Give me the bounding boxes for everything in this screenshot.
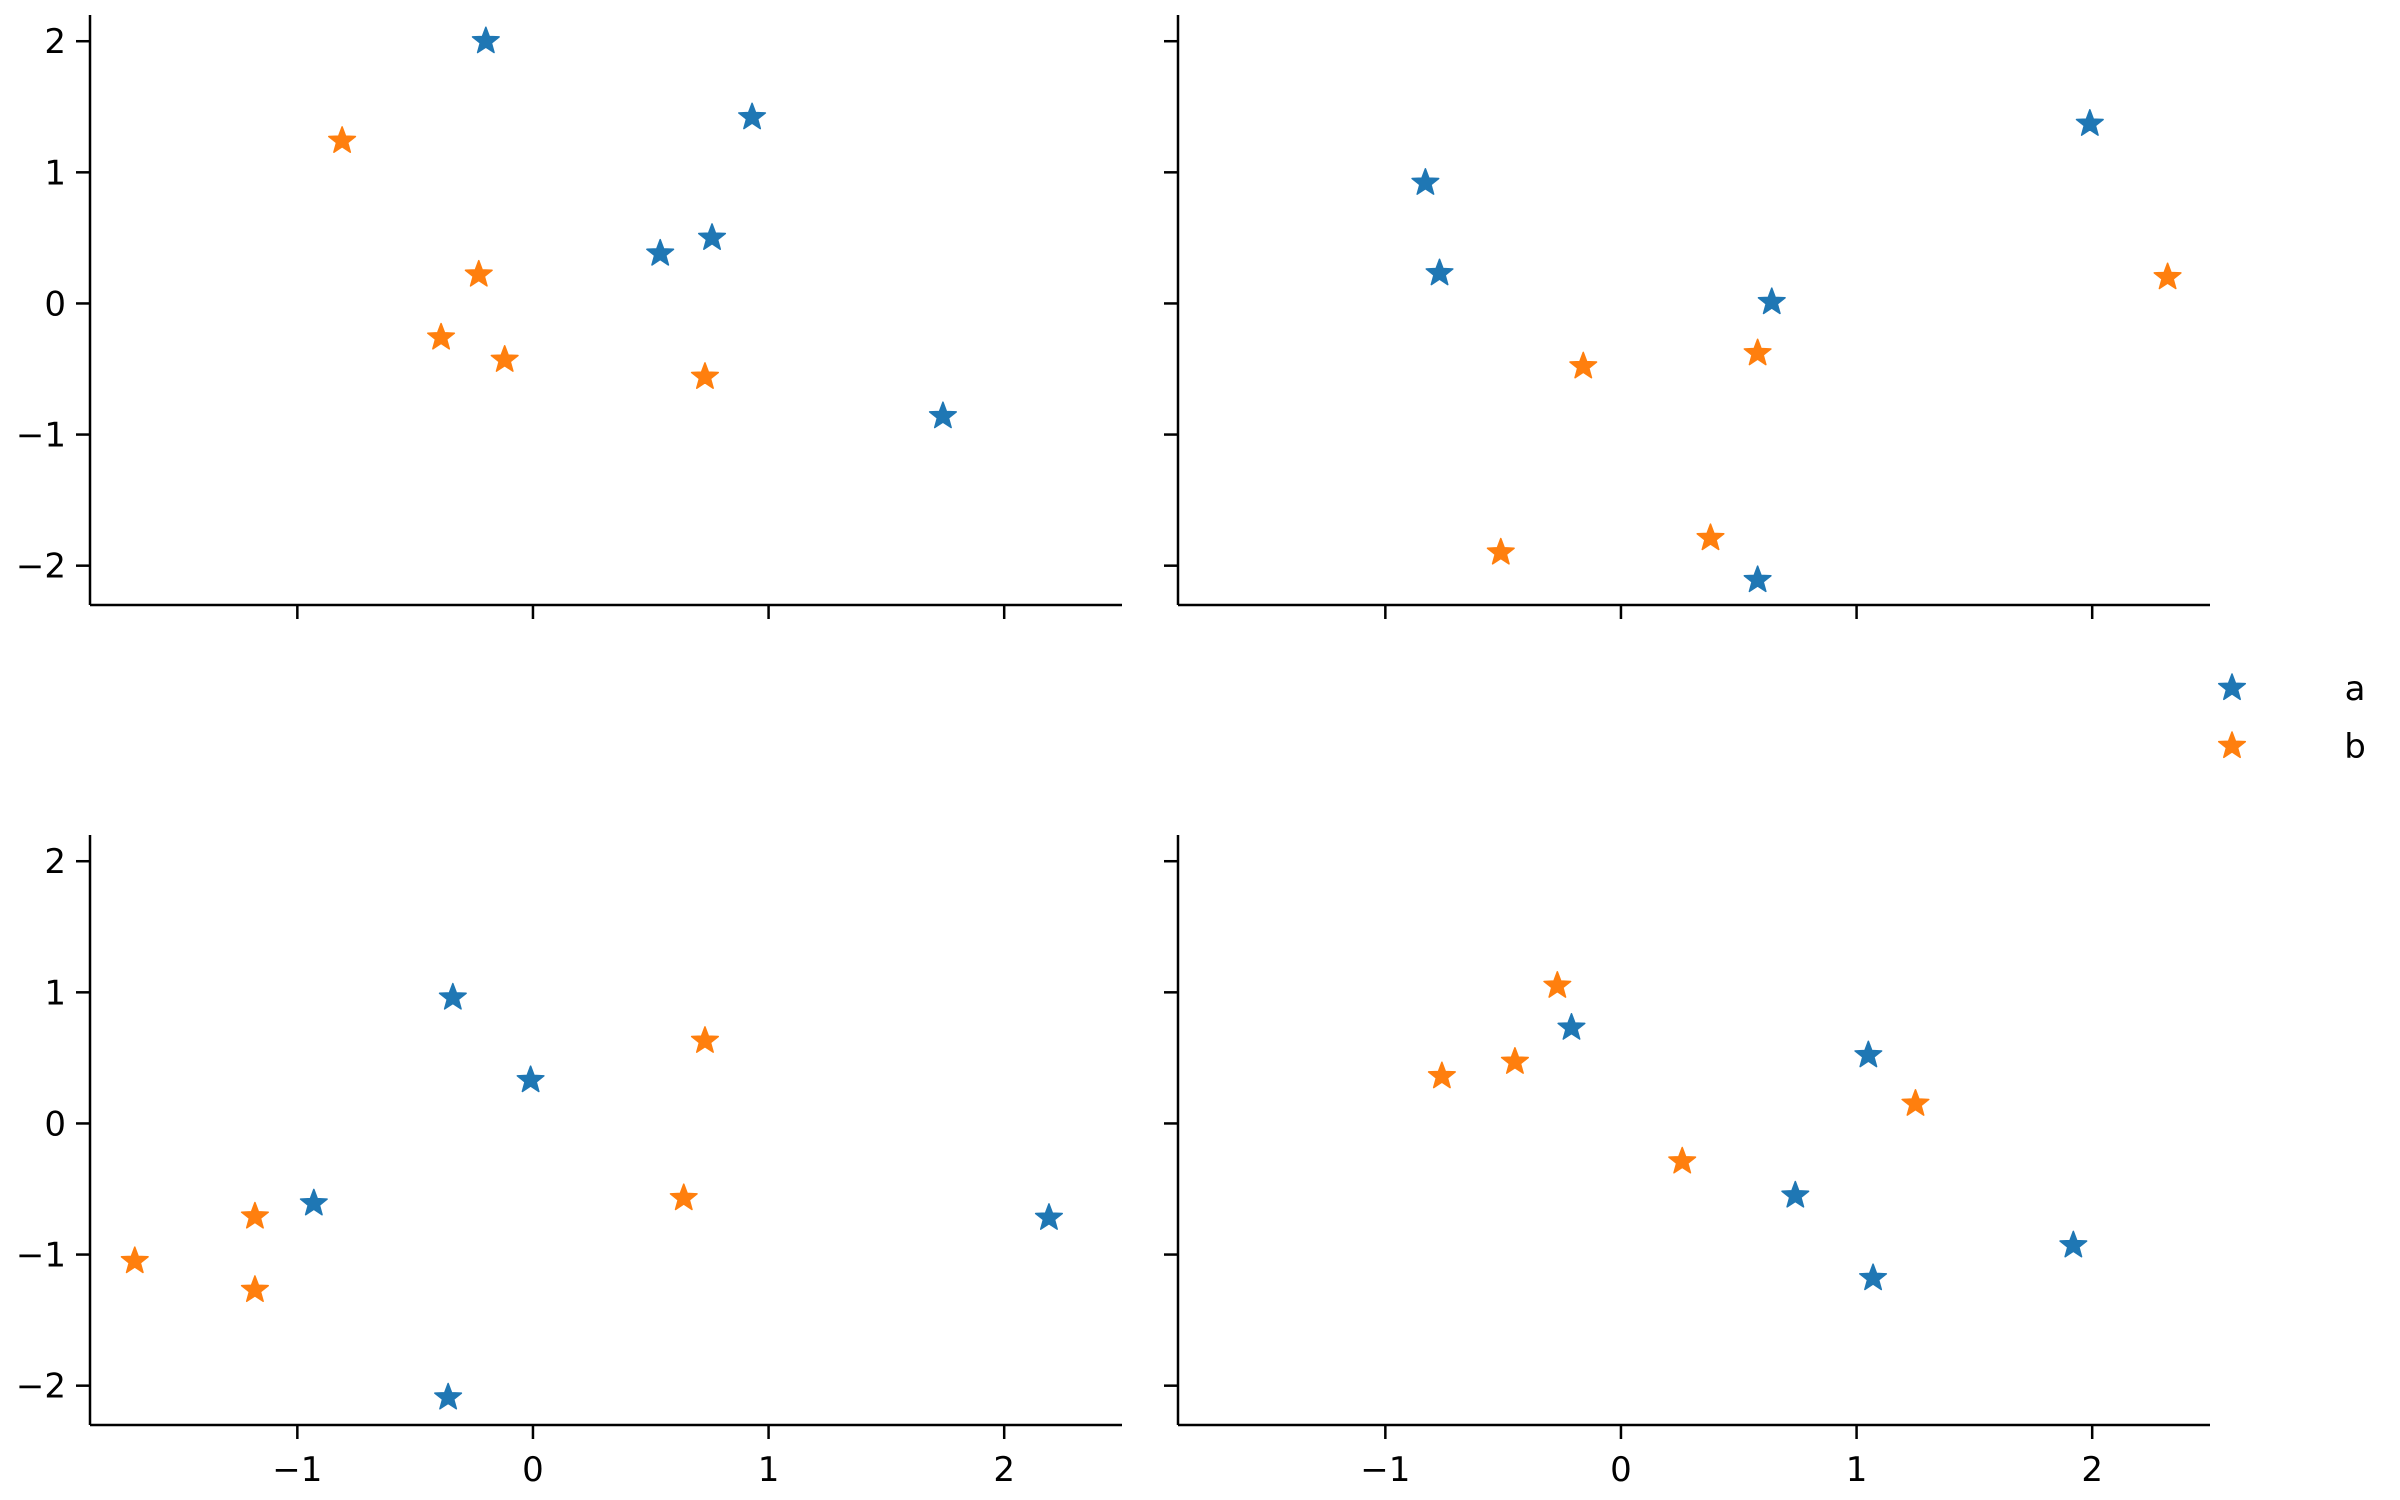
data-point-b bbox=[690, 362, 720, 389]
data-point-b bbox=[1569, 351, 1598, 379]
data-point-b bbox=[1743, 338, 1772, 366]
data-point-a bbox=[516, 1065, 545, 1093]
data-point-a bbox=[928, 401, 957, 429]
data-point-a bbox=[697, 223, 727, 250]
data-point-b bbox=[1500, 1047, 1529, 1074]
data-point-b bbox=[1543, 971, 1572, 998]
data-point-b bbox=[427, 322, 456, 350]
data-point-a bbox=[434, 1382, 463, 1410]
data-point-a bbox=[646, 238, 675, 266]
series-a bbox=[299, 982, 1064, 1410]
subplot-top-right bbox=[1164, 15, 2210, 619]
y-tick-label: 2 bbox=[44, 22, 66, 62]
data-point-b bbox=[120, 1246, 149, 1274]
data-point-b bbox=[669, 1183, 698, 1211]
y-tick-label: 0 bbox=[44, 1104, 66, 1144]
data-point-a bbox=[2075, 109, 2104, 136]
data-point-a bbox=[1859, 1263, 1888, 1291]
data-point-b bbox=[240, 1275, 269, 1303]
panels-layer: 2 1 0 −1 −2 −1 0 1 2 2 1 0 −1 −2 −1 0 1 2 bbox=[16, 15, 2210, 1490]
x-tick-label: 0 bbox=[522, 1450, 544, 1490]
data-point-b bbox=[1696, 523, 1725, 551]
x-tick-label: 2 bbox=[2081, 1450, 2103, 1490]
series-b bbox=[120, 1026, 720, 1303]
data-point-a bbox=[1781, 1180, 1810, 1208]
y-tick-label: 0 bbox=[44, 284, 66, 324]
data-point-a bbox=[1854, 1040, 1883, 1068]
legend-label-a: a bbox=[2345, 669, 2366, 709]
data-point-b bbox=[464, 259, 493, 287]
legend-marker-b bbox=[2217, 731, 2247, 759]
subplot-bottom-right: −1 0 1 2 bbox=[1164, 835, 2210, 1490]
data-point-a bbox=[1743, 565, 1772, 593]
legend-entry-b: b bbox=[2217, 727, 2366, 767]
y-tick-label: −2 bbox=[16, 1367, 66, 1407]
data-point-b bbox=[1486, 537, 1515, 565]
data-point-a bbox=[1757, 287, 1786, 315]
data-point-b bbox=[2153, 262, 2182, 290]
y-tick-label: −1 bbox=[16, 1236, 66, 1276]
series-a bbox=[471, 26, 957, 429]
y-tick-label: 2 bbox=[44, 842, 66, 882]
y-tick-label: −1 bbox=[16, 416, 66, 456]
data-point-b bbox=[1427, 1061, 1456, 1089]
x-tick-label: 2 bbox=[993, 1450, 1015, 1490]
data-point-a bbox=[471, 26, 500, 54]
data-point-b bbox=[328, 126, 357, 153]
series-b bbox=[328, 126, 720, 389]
data-point-b bbox=[240, 1201, 269, 1229]
data-point-b bbox=[1901, 1089, 1930, 1116]
data-point-a bbox=[738, 102, 767, 130]
legend-label-b: b bbox=[2344, 727, 2366, 767]
x-tick-label: 1 bbox=[758, 1450, 780, 1490]
x-tick-label: 0 bbox=[1610, 1450, 1632, 1490]
subplot-top-left: 2 1 0 −1 −2 bbox=[16, 15, 1122, 619]
legend: ab bbox=[2217, 669, 2366, 767]
y-tick-label: −2 bbox=[16, 547, 66, 587]
x-tick-label: 1 bbox=[1846, 1450, 1868, 1490]
series-a bbox=[1557, 1012, 2088, 1291]
series-b bbox=[1486, 262, 2182, 565]
subplot-bottom-left: −1 0 1 2 2 1 0 −1 −2 bbox=[16, 835, 1122, 1490]
y-tick-label: 1 bbox=[44, 153, 66, 193]
data-point-a bbox=[2059, 1230, 2088, 1258]
series-b bbox=[1427, 971, 1930, 1174]
data-point-b bbox=[490, 345, 519, 372]
data-point-a bbox=[1411, 168, 1440, 195]
x-tick-label: −1 bbox=[1360, 1450, 1410, 1490]
data-point-a bbox=[1034, 1203, 1064, 1230]
data-point-a bbox=[438, 982, 467, 1010]
series-a bbox=[1411, 109, 2104, 593]
data-point-b bbox=[1668, 1146, 1697, 1174]
x-tick-label: −1 bbox=[272, 1450, 322, 1490]
legend-marker-a bbox=[2217, 673, 2247, 701]
data-point-a bbox=[1557, 1012, 1586, 1040]
legend-entry-a: a bbox=[2217, 669, 2366, 709]
data-point-a bbox=[299, 1188, 328, 1216]
data-point-b bbox=[690, 1026, 720, 1053]
data-point-a bbox=[1425, 258, 1454, 286]
y-tick-label: 1 bbox=[44, 973, 66, 1013]
